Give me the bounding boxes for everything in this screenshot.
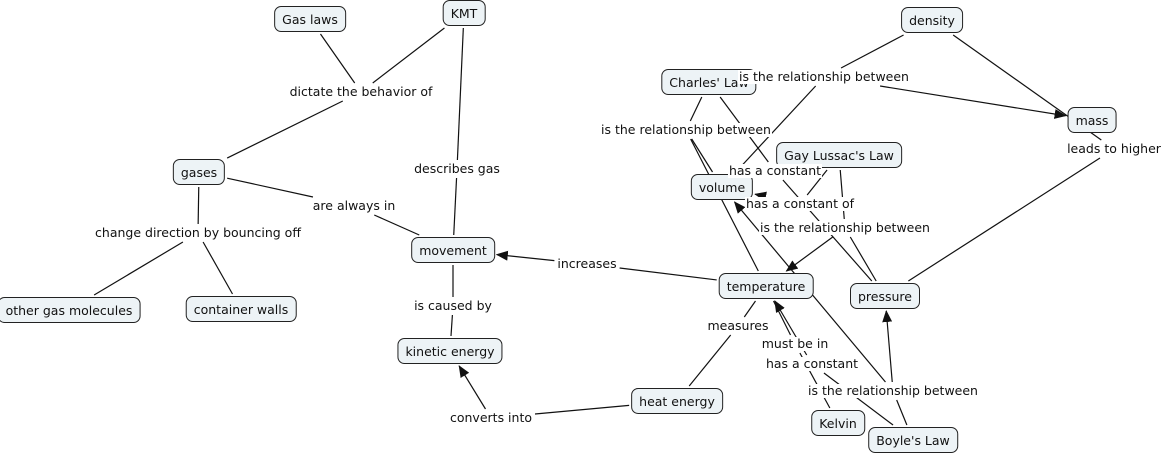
connection-gases-to-p_change [197, 186, 200, 225]
connection-temperature-to-p_mustbe [772, 300, 792, 336]
link-phrase-boyle-has-constant: has a constant [764, 356, 860, 371]
connection-p_gl_rel-to-temperature [785, 236, 834, 272]
connection-gay_lussac-to-p_gl_rel [839, 169, 845, 220]
concept-gas-laws[interactable]: Gas laws [274, 6, 346, 32]
concept-other-gas-molecules[interactable]: other gas molecules [0, 297, 141, 323]
concept-gases[interactable]: gases [172, 159, 226, 185]
concept-kelvin[interactable]: Kelvin [811, 410, 865, 436]
connection-p_caused-to-kinetic [450, 314, 453, 337]
link-phrase-always-in: are always in [311, 198, 397, 213]
concept-heat-energy[interactable]: heat energy [631, 388, 723, 414]
link-phrase-leads-to-higher: leads to higher [1066, 141, 1162, 156]
link-phrase-dictate-behavior: dictate the behavior of [288, 84, 434, 99]
connection-boyle-to-p_has_const_bt [823, 372, 894, 426]
link-phrase-has-constant: has a constant [727, 163, 823, 178]
connection-density-to-p_density_rel [840, 34, 904, 69]
connection-p_leads-to-pressure [908, 157, 1101, 282]
concept-gay-lussacs-law[interactable]: Gay Lussac's Law [776, 142, 902, 168]
connection-p_dictate-to-gases [226, 100, 344, 159]
concept-container-walls[interactable]: container walls [185, 296, 297, 322]
connection-boyle-to-p_boyle_rel [896, 399, 908, 426]
concept-density[interactable]: density [901, 7, 963, 33]
connection-p_change-to-walls [202, 241, 234, 295]
connection-p_change-to-other_gas [93, 241, 184, 296]
link-phrase-caused-by: is caused by [413, 298, 493, 313]
concept-mass[interactable]: mass [1067, 107, 1117, 133]
connection-p_always-to-movement [374, 214, 420, 236]
connection-temperature-to-p_measures [743, 300, 756, 318]
link-phrase-gay-lussac-relationship: is the relationship between [759, 220, 931, 235]
connection-charles-to-p_charles_rel [689, 96, 703, 122]
connection-gas_laws-to-p_dictate [319, 33, 356, 84]
connection-p_charles_rel-to-volume [691, 138, 714, 173]
connection-gay_lussac-to-p_has_const_of [806, 169, 828, 196]
connection-p_measures-to-heat [688, 334, 732, 387]
connection-p_converts-to-kinetic [458, 365, 487, 410]
connection-p_has_const_of-to-volume [754, 191, 767, 202]
connection-p_charles_rel-to-temperature [690, 138, 759, 272]
connection-kmt-to-p_describes [456, 27, 464, 161]
concept-movement[interactable]: movement [411, 237, 495, 263]
concept-boyles-law[interactable]: Boyle's Law [868, 427, 958, 453]
connection-p_describes-to-movement [453, 177, 458, 236]
concept-temperature[interactable]: temperature [718, 273, 814, 299]
link-phrase-converts-into: converts into [448, 410, 534, 425]
concept-pressure[interactable]: pressure [850, 283, 920, 309]
connection-p_gl_rel-to-pressure [849, 236, 877, 282]
connection-p_density_rel-to-mass [879, 85, 1067, 119]
link-phrase-change-direction: change direction by bouncing off [94, 225, 302, 240]
link-phrase-boyle-relationship: is the relationship between [807, 383, 979, 398]
link-phrase-describes-gas: describes gas [413, 161, 501, 176]
connection-p_increases-to-movement [495, 250, 555, 262]
link-phrase-increases: increases [556, 256, 618, 271]
link-phrase-measures: measures [706, 318, 770, 333]
connection-temperature-to-p_increases [619, 267, 717, 281]
link-phrase-density-relationship: is the relationship between [738, 69, 910, 84]
link-phrase-has-constant-of: has a constant of [744, 196, 856, 211]
connection-p_boyle_rel-to-pressure [882, 310, 893, 383]
concept-volume[interactable]: volume [690, 174, 754, 200]
connection-kmt-to-p_dictate [372, 27, 445, 84]
connection-heat-to-p_converts [534, 404, 630, 415]
connection-p_density_rel-to-volume [735, 85, 817, 173]
concept-kmt[interactable]: KMT [442, 0, 486, 26]
link-phrase-must-be-in: must be in [760, 336, 830, 351]
concept-kinetic-energy[interactable]: kinetic energy [397, 338, 503, 364]
link-phrase-charles-relationship: is the relationship between [600, 122, 772, 137]
connection-gases-to-p_always [227, 177, 314, 198]
